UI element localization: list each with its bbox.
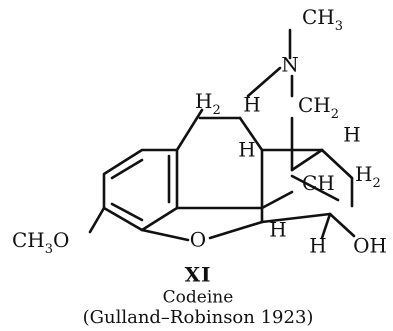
h2-right-label: H2: [355, 162, 381, 191]
benzene-double-1: [110, 158, 144, 180]
ch3-label: CH3: [302, 5, 343, 34]
methoxy-label: CH3O: [12, 228, 69, 257]
h-top-label: H: [243, 93, 260, 117]
c13-ch-bond: [260, 190, 294, 210]
c6-ch-bond: [290, 174, 340, 202]
methoxy-bond: [88, 206, 106, 234]
o-c5-bond: [208, 220, 264, 240]
bonds: [88, 28, 356, 242]
c5-c6-bond: [260, 212, 332, 224]
ch-center-label: CH: [302, 171, 335, 195]
h2-left-label: H2: [195, 89, 221, 118]
oh-label: OH: [353, 234, 387, 258]
compound-name: Codeine: [163, 288, 234, 308]
compound-number: XI: [185, 263, 212, 287]
h-lower-label: H: [269, 218, 286, 242]
aryl-o-bond: [140, 228, 190, 242]
c8-c7-bond: [320, 148, 354, 180]
c9-c14-bond: [238, 116, 264, 152]
h-mid-left-label: H: [238, 138, 255, 162]
benzene-double-2: [110, 202, 144, 222]
c6-h-bond: [320, 212, 332, 240]
nitrogen-label: N: [281, 53, 299, 77]
ch-c8-bond: [290, 148, 324, 172]
citation: (Gulland–Robinson 1923): [83, 307, 314, 328]
h-right-top-label: H: [343, 123, 360, 147]
ch2-label: CH2: [298, 93, 339, 122]
n-c9-bond: [246, 66, 282, 98]
c6-oh-bond: [328, 212, 356, 238]
bridge-oxygen-label: O: [190, 228, 206, 252]
caption: XI Codeine (Gulland–Robinson 1923): [83, 263, 314, 329]
aryl-c10-bond: [175, 108, 204, 152]
h-bottom-label: H: [309, 234, 326, 258]
atom-labels: CH3 N H2 H CH2 H H CH H2 CH3O O H H OH: [12, 5, 387, 258]
